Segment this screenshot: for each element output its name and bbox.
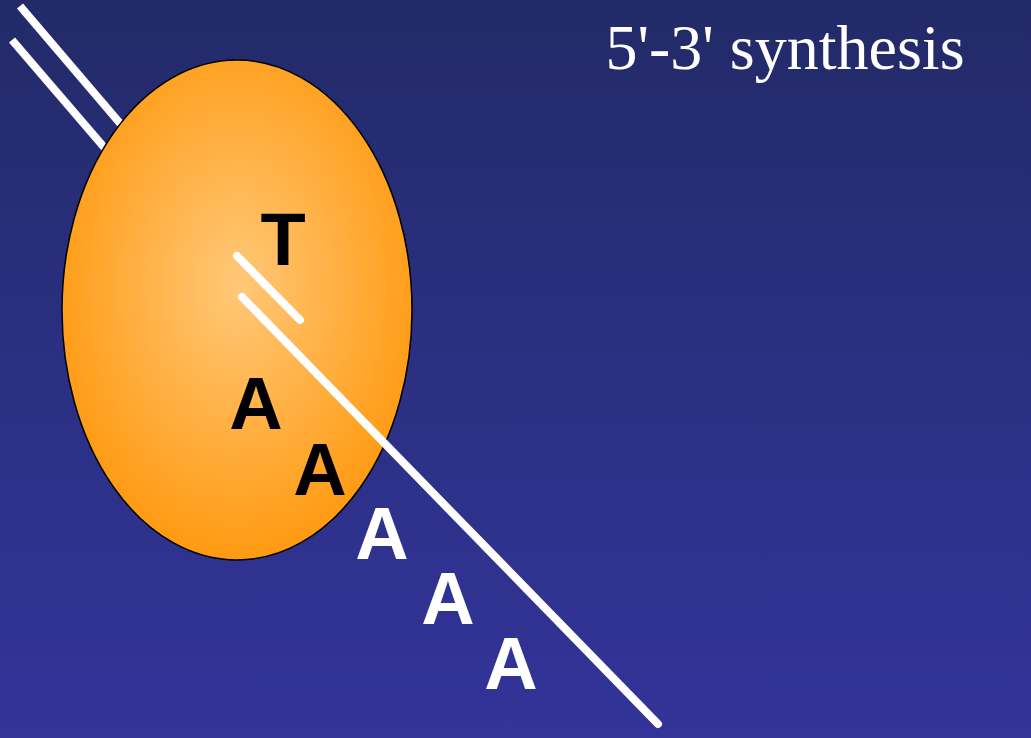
- nucleotide-letter: T: [260, 203, 305, 277]
- nucleotide-letter: A: [421, 562, 474, 636]
- nucleotide-letter: A: [484, 627, 537, 701]
- new-strand: [242, 297, 658, 724]
- slide-title: 5'-3' synthesis: [605, 16, 964, 80]
- nucleotide-letter: A: [229, 367, 282, 441]
- nucleotide-letter: A: [355, 497, 408, 571]
- nucleotide-letter: A: [293, 433, 346, 507]
- polymerase-ellipse: [62, 60, 412, 560]
- dna-strand: [12, 40, 115, 160]
